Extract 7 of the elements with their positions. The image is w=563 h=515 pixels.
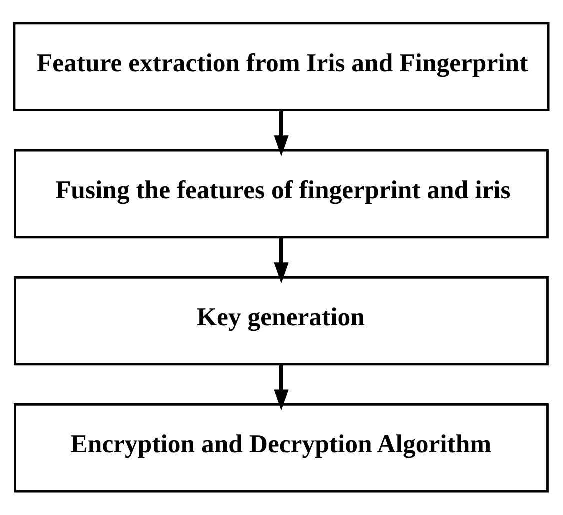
node-box: Fusing the features of fingerprint and iris [14,149,549,239]
node-box: Feature extraction from Iris and Fingerprint [13,22,550,112]
node-box: Key generation [14,276,549,366]
arrow [274,364,289,411]
arrow [274,238,289,284]
node-box: Encryption and Decryption Algorithm [14,403,549,493]
arrow [274,110,289,157]
